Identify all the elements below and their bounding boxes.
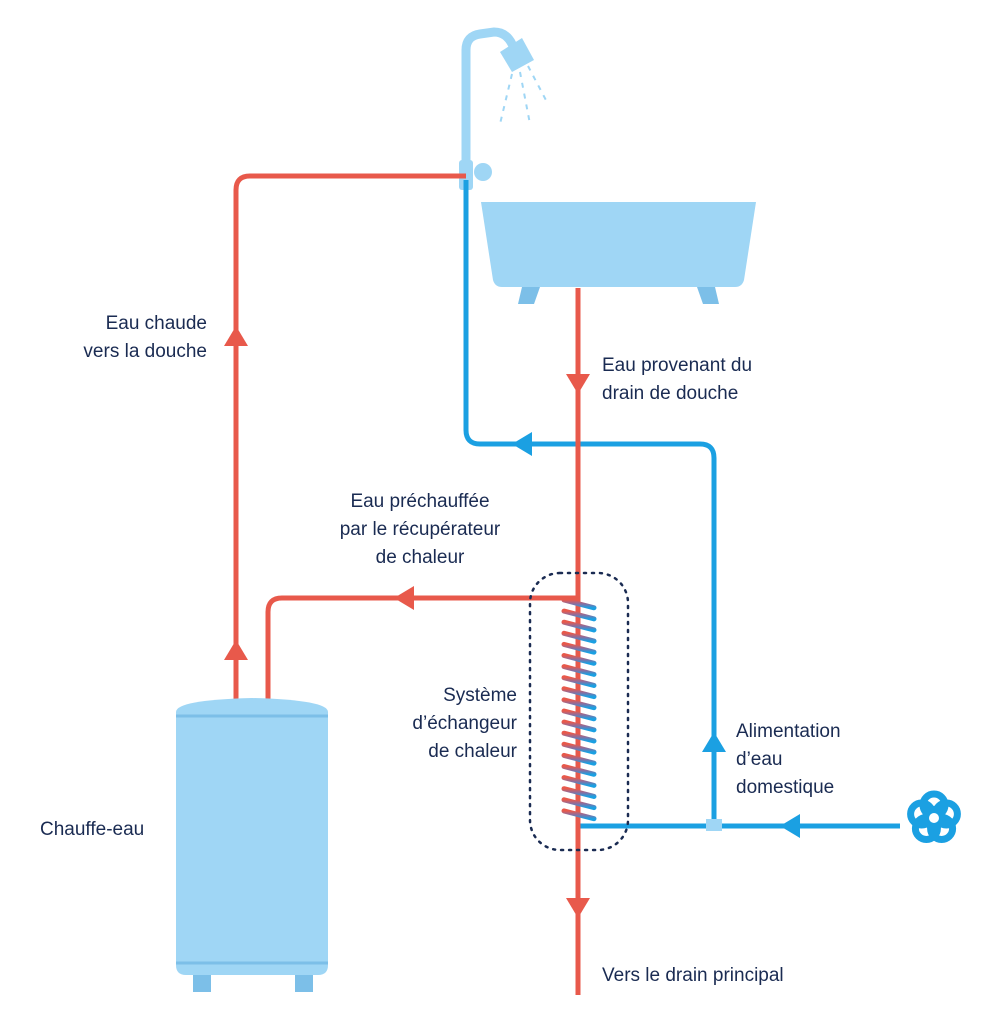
label-main-drain: Vers le drain principal <box>602 965 784 986</box>
bathtub-icon <box>481 202 756 304</box>
arrow-up-icon <box>702 732 726 752</box>
coil-turn <box>561 619 597 633</box>
drain-pipe <box>566 288 590 995</box>
coil-turn <box>561 808 597 822</box>
tee-fitting-icon <box>706 819 722 831</box>
coil-turn <box>561 686 597 700</box>
label-heater: Chauffe-eau <box>40 819 145 840</box>
preheated-water-pipe <box>265 586 578 700</box>
coil-turn <box>561 653 597 666</box>
coil-turn <box>561 764 597 777</box>
coil-turn <box>561 608 597 622</box>
coil-turn <box>561 630 597 644</box>
cold-water-supply-pipe <box>463 180 900 838</box>
label-domestic-supply: Alimentation d’eau domestique <box>736 721 841 798</box>
water-valve-icon[interactable] <box>907 790 961 843</box>
arrow-up-icon <box>224 326 248 346</box>
label-exchanger: Système d’échangeur de chaleur <box>412 685 517 762</box>
arrow-left-icon <box>512 432 532 456</box>
arrow-left-icon <box>394 586 414 610</box>
coil-turn <box>561 719 597 733</box>
arrow-up-icon <box>224 640 248 660</box>
shower-head-icon <box>459 27 549 190</box>
coil-turn <box>561 697 597 711</box>
water-heater-icon <box>176 698 328 992</box>
hot-water-to-shower-pipe <box>224 173 466 700</box>
label-hot-to-shower: Eau chaude vers la douche <box>83 313 207 362</box>
coil-turn <box>561 741 597 755</box>
coil-turn <box>561 641 597 655</box>
coil-turn <box>561 797 597 811</box>
coil-turn <box>561 675 597 688</box>
coil-turn <box>561 730 597 744</box>
label-from-drain: Eau provenant du drain de douche <box>602 355 753 404</box>
coil-turn <box>561 597 597 611</box>
coil-turn <box>561 786 597 799</box>
label-preheated: Eau préchauffée par le récupérateur de c… <box>339 491 501 568</box>
arrow-left-icon <box>780 814 800 838</box>
coil-turn <box>561 708 597 722</box>
arrow-down-icon <box>566 898 590 918</box>
coil-turn <box>561 664 597 677</box>
coil-turn <box>561 775 597 788</box>
heat-exchanger-coil-icon <box>528 571 630 852</box>
arrow-down-icon <box>566 374 590 394</box>
coil-turn <box>561 752 597 766</box>
